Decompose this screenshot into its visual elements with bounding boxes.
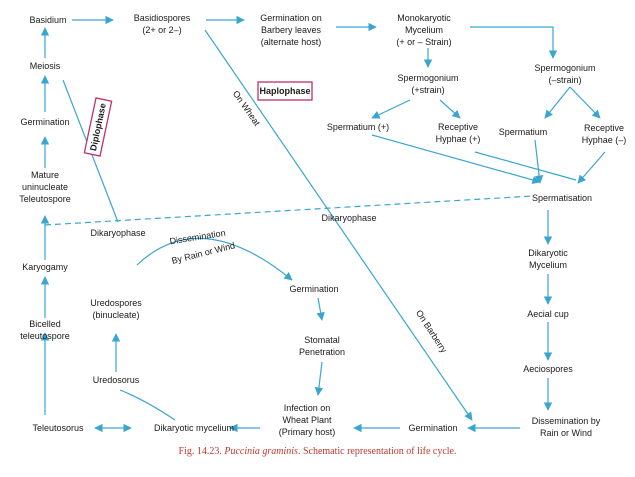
curve-mycelium-uredosorus [119, 389, 176, 421]
line-on-wheat-barberry [204, 29, 473, 421]
node-infection: Infection on [284, 403, 331, 413]
node-receptive-minus-2: Hyphae (–) [582, 135, 627, 145]
arrow-receptive-minus-spermatisation [577, 151, 606, 184]
node-aeciospores: Aeciospores [523, 364, 573, 374]
label-dikaryophase-mid: Dikaryophase [321, 213, 376, 223]
node-spermogonium-minus-2: (–strain) [548, 75, 581, 85]
node-dikaryotic-mycelium-bottom: Dikaryotic mycelium [154, 423, 234, 433]
node-karyogamy: Karyogamy [22, 262, 68, 272]
node-monokaryotic: Monokaryotic [397, 13, 451, 23]
path-labels: On Wheat On Barberry Dikaryophase Dikary… [90, 89, 449, 355]
arrow-germination-stomatal [316, 297, 325, 321]
arrow-spermatium-plus-spermatisation [371, 134, 541, 185]
node-dikaryotic-mycelium: Dikaryotic [528, 248, 568, 258]
node-germination-barberry-2: Barbery leaves [261, 25, 322, 35]
dashed-phase-divider [44, 195, 534, 226]
arrow-spermogonium-spermatium [544, 86, 571, 119]
node-dikaryotic-mycelium-2: Mycelium [529, 260, 567, 270]
node-meiosis: Meiosis [30, 61, 61, 71]
diplophase-box: Diplophase [83, 97, 113, 157]
caption-species: Puccinia graminis [224, 446, 298, 457]
node-dissemination-rain-2: Rain or Wind [540, 428, 592, 438]
node-bicelled: Bicelled [29, 319, 61, 329]
nodes: Basidium Basidiospores (2+ or 2–) Germin… [19, 13, 626, 438]
node-spermatium-plus: Spermatium (+) [327, 122, 389, 132]
node-spermogonium-plus: Spermogonium [397, 73, 458, 83]
arrow-spermogonium-spermatium-plus [371, 99, 411, 119]
node-infection-2: Wheat Plant [282, 415, 332, 425]
node-spermatisation: Spermatisation [532, 193, 592, 203]
node-receptive-minus: Receptive [584, 123, 624, 133]
arrow-monokaryotic-spermogonium-minus [470, 26, 558, 59]
node-bicelled-2: teleutospore [20, 331, 70, 341]
arrows [40, 15, 606, 433]
figure-caption: Fig. 14.23. Puccinia graminis. Schematic… [0, 446, 635, 457]
node-germination-mid: Germination [289, 284, 338, 294]
node-receptive-plus: Receptive [438, 122, 478, 132]
node-stomatal-2: Penetration [299, 347, 345, 357]
node-uredospores: Uredospores [90, 298, 142, 308]
node-spermatium: Spermatium [499, 127, 548, 137]
node-mature-2: uninucleate [22, 182, 68, 192]
arrow-spermatium-spermatisation [534, 139, 544, 184]
caption-text: . Schematic representation of life cycle… [297, 446, 457, 457]
node-infection-3: (Primary host) [279, 427, 336, 437]
node-basidium: Basidium [29, 15, 66, 25]
caption-fig-number: Fig. 14.23. [178, 446, 222, 457]
node-spermogonium-plus-2: (+strain) [411, 85, 444, 95]
node-germination-barberry-3: (alternate host) [261, 37, 322, 47]
label-on-barberry: On Barberry [414, 308, 449, 355]
node-dissemination-rain: Dissemination by [532, 416, 601, 426]
node-germination-barberry: Germination on [260, 13, 322, 23]
node-monokaryotic-3: (+ or – Strain) [396, 37, 451, 47]
node-receptive-plus-2: Hyphae (+) [436, 134, 481, 144]
node-monokaryotic-2: Mycelium [405, 25, 443, 35]
life-cycle-diagram: Haplophase Diplophase Basidium Basidiosp… [19, 13, 626, 438]
label-dikaryophase-left: Dikaryophase [90, 228, 145, 238]
node-basidiospores: Basidiospores [134, 13, 191, 23]
node-germination-left: Germination [20, 117, 69, 127]
node-basidiospores-sub: (2+ or 2–) [142, 25, 181, 35]
arrow-stomatal-infection [314, 361, 324, 396]
node-stomatal: Stomatal [304, 335, 340, 345]
arrow-spermogonium-receptive-minus [569, 86, 601, 119]
node-uredospores-2: (binucleate) [92, 310, 139, 320]
node-mature: Mature [31, 170, 59, 180]
node-mature-3: Teleutospore [19, 194, 71, 204]
node-uredosorus: Uredosorus [93, 375, 140, 385]
node-germination-bottom: Germination [408, 423, 457, 433]
haplophase-box: Haplophase [257, 81, 313, 101]
arc-dissemination [136, 237, 293, 281]
node-spermogonium-minus: Spermogonium [534, 63, 595, 73]
line-receptive-plus [474, 151, 577, 181]
node-aecial-cup: Aecial cup [527, 309, 569, 319]
arrow-spermogonium-receptive-plus [439, 99, 461, 119]
node-teleutosorus: Teleutosorus [32, 423, 84, 433]
haplophase-label: Haplophase [259, 86, 310, 96]
